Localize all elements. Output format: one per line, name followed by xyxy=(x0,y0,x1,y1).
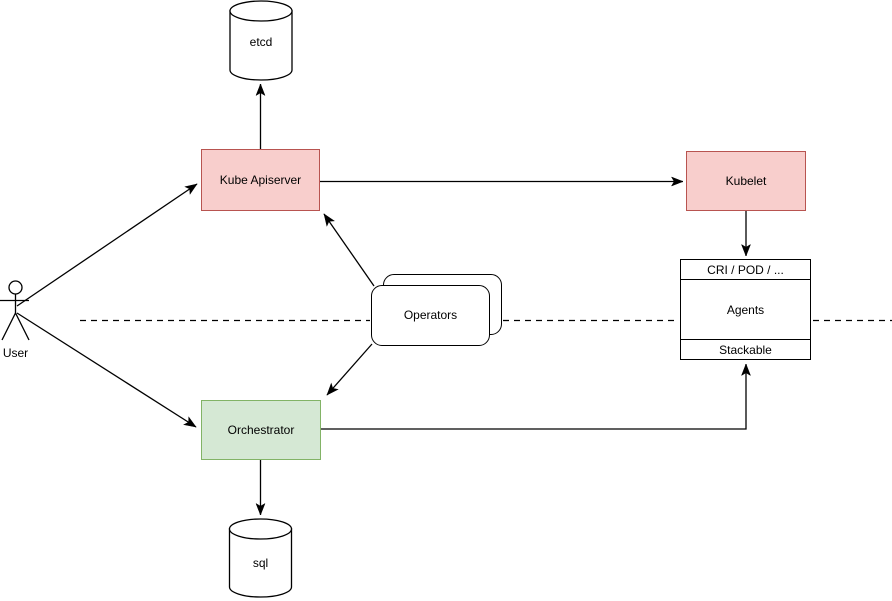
kube-apiserver-node: Kube Apiserver xyxy=(201,149,320,211)
kubelet-node: Kubelet xyxy=(686,151,806,211)
agents-stack-top-row: CRI / POD / ... xyxy=(681,260,810,280)
operators-label: Operators xyxy=(403,308,458,323)
agents-label: Agents xyxy=(726,302,765,317)
edge-user-to-orchestrator xyxy=(16,312,196,428)
orchestrator-node: Orchestrator xyxy=(201,400,321,460)
agents-stack-middle-row: Agents xyxy=(681,280,810,339)
sql-label: sql xyxy=(252,556,269,570)
user-actor-icon xyxy=(0,280,30,341)
etcd-cylinder xyxy=(229,0,293,81)
kube-apiserver-label: Kube Apiserver xyxy=(219,172,302,187)
user-label: User xyxy=(2,346,29,360)
edge-user-to-apiserver xyxy=(16,183,197,307)
etcd-label: etcd xyxy=(249,35,273,49)
stackable-label: Stackable xyxy=(719,342,772,357)
agents-stack-bottom-row: Stackable xyxy=(681,339,810,359)
edge-orchestrator-to-stackable xyxy=(321,364,746,430)
kubelet-label: Kubelet xyxy=(725,173,767,188)
edge-operators-to-orchestrator xyxy=(326,343,373,395)
edge-operators-to-apiserver xyxy=(323,214,375,287)
agents-stack-node: CRI / POD / ... Agents Stackable xyxy=(680,259,811,360)
sql-cylinder xyxy=(228,518,293,598)
orchestrator-label: Orchestrator xyxy=(227,422,295,437)
operators-node: Operators xyxy=(371,285,490,346)
cri-pod-label: CRI / POD / ... xyxy=(707,262,784,277)
